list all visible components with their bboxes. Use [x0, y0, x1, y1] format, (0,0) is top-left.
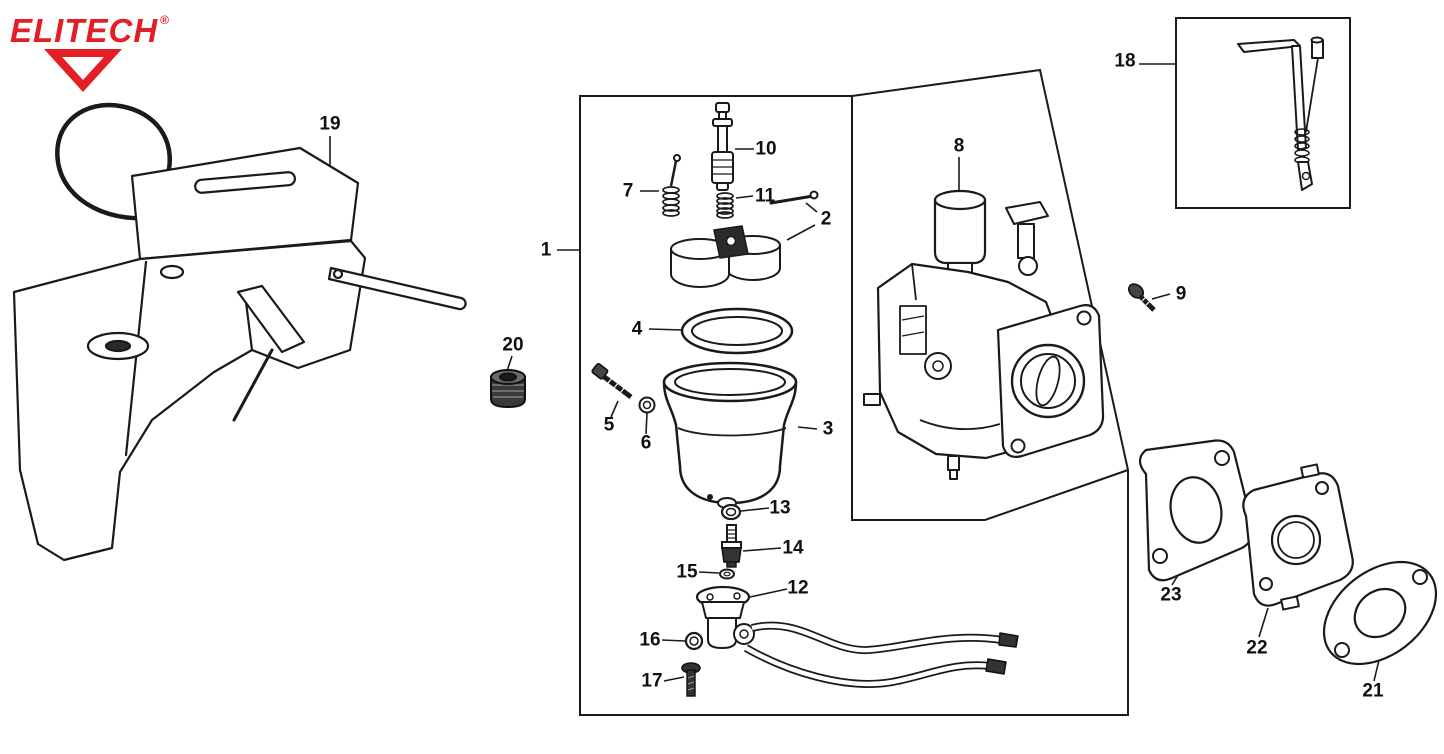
callout-12: 12 — [787, 577, 809, 599]
needle-valve-drawing — [662, 154, 681, 217]
parts-boxes — [579, 17, 1351, 716]
callout-6: 6 — [640, 432, 652, 454]
callout-13: 13 — [769, 497, 791, 519]
logo-text: ELITECH — [10, 12, 159, 49]
callout-1: 1 — [540, 239, 552, 261]
logo-triangle-icon — [44, 49, 122, 92]
bowl-gasket-drawing — [680, 307, 794, 355]
screw-drawing — [681, 662, 701, 697]
callout-5: 5 — [603, 414, 615, 436]
float-bowl-drawing — [662, 361, 798, 509]
callout-21: 21 — [1362, 680, 1384, 702]
drain-bolt-drawing — [721, 524, 742, 568]
callout-2: 2 — [820, 208, 832, 230]
callout-19: 19 — [319, 113, 341, 135]
washer-small-drawing — [638, 396, 656, 414]
callout-16: 16 — [639, 629, 661, 651]
callout-23: 23 — [1160, 584, 1182, 606]
insulator-drawing — [1242, 463, 1354, 611]
elitech-logo: ELITECH ® — [10, 12, 170, 92]
flange-screw-drawing — [1127, 283, 1156, 312]
spring-drawing — [716, 192, 734, 219]
callout-11: 11 — [754, 185, 776, 207]
o-ring-drawing — [684, 631, 704, 651]
leader-lines — [329, 63, 1380, 682]
float-pin-drawing — [769, 190, 819, 205]
callout-15: 15 — [676, 561, 698, 583]
callout-20: 20 — [502, 334, 524, 356]
callout-7: 7 — [622, 180, 634, 202]
choke-rod-drawing — [1237, 36, 1324, 191]
callout-3: 3 — [822, 418, 834, 440]
drain-washer-drawing — [720, 503, 742, 521]
callout-17: 17 — [641, 670, 663, 692]
idle-screw-drawing — [591, 362, 633, 399]
main-jet-drawing — [711, 102, 734, 191]
gasket-21-drawing — [1322, 560, 1438, 666]
tiny-washer-drawing — [719, 568, 735, 580]
drain-joint-drawing — [695, 585, 1019, 688]
callout-8: 8 — [953, 135, 965, 157]
callout-10: 10 — [755, 138, 777, 160]
grommet-drawing — [490, 369, 526, 409]
control-bracket-drawing — [12, 102, 467, 562]
callout-18: 18 — [1114, 50, 1136, 72]
choke-lever-box — [1175, 17, 1351, 209]
callout-14: 14 — [782, 537, 804, 559]
carburetor-assembly-drawing — [863, 189, 1105, 480]
registered-mark: ® — [160, 13, 170, 27]
carburetor-box-divider — [851, 96, 1129, 521]
gasket-23-drawing — [1138, 439, 1254, 582]
float-drawing — [670, 225, 781, 288]
callout-4: 4 — [631, 318, 643, 340]
callout-22: 22 — [1246, 637, 1268, 659]
callout-9: 9 — [1175, 283, 1187, 305]
